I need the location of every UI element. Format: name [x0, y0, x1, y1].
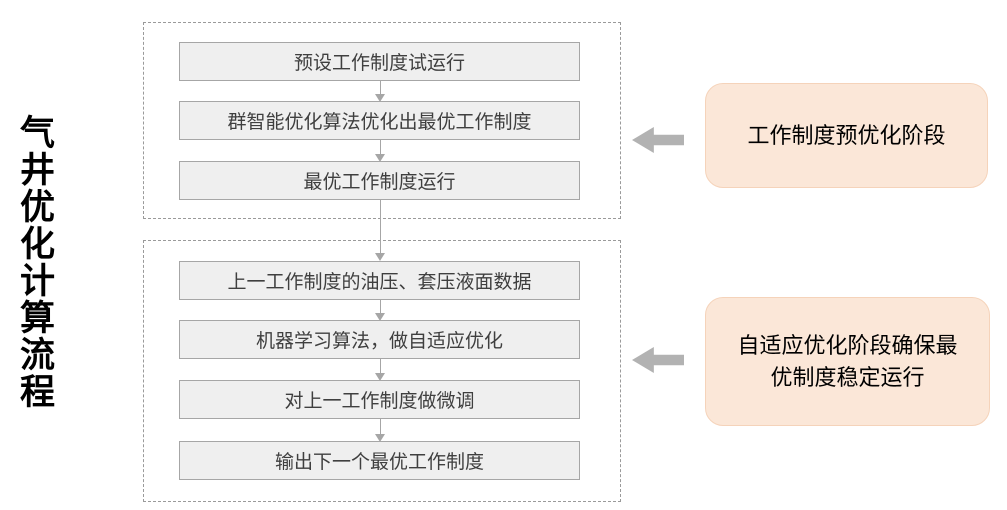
flow-step-output-next: 输出下一个最优工作制度 — [179, 441, 580, 480]
flow-step-previous-data: 上一工作制度的油压、套压液面数据 — [179, 261, 580, 300]
page-title: 气井优化计算流程 — [15, 113, 54, 410]
down-arrow-icon — [374, 140, 387, 162]
stage1-container — [143, 22, 621, 219]
down-arrow-icon — [374, 419, 387, 442]
down-arrow-icon — [374, 359, 387, 381]
flow-step-optimal-run: 最优工作制度运行 — [179, 161, 580, 200]
callout-adaptive-stage: 自适应优化阶段确保最优制度稳定运行 — [705, 297, 990, 426]
down-arrow-icon — [374, 300, 387, 321]
down-arrow-icon — [374, 81, 387, 102]
flow-step-ml-adaptive: 机器学习算法，做自适应优化 — [179, 320, 580, 359]
stage2-container — [143, 240, 621, 502]
flow-step-fine-tune: 对上一工作制度做微调 — [179, 380, 580, 419]
left-block-arrow-icon — [632, 127, 684, 153]
callout-pre-optimization-stage: 工作制度预优化阶段 — [705, 83, 988, 188]
left-block-arrow-icon — [632, 347, 684, 373]
flow-step-preset-trial: 预设工作制度试运行 — [179, 42, 580, 81]
down-arrow-icon — [374, 200, 387, 261]
flow-step-swarm-optimize: 群智能优化算法优化出最优工作制度 — [179, 101, 580, 140]
